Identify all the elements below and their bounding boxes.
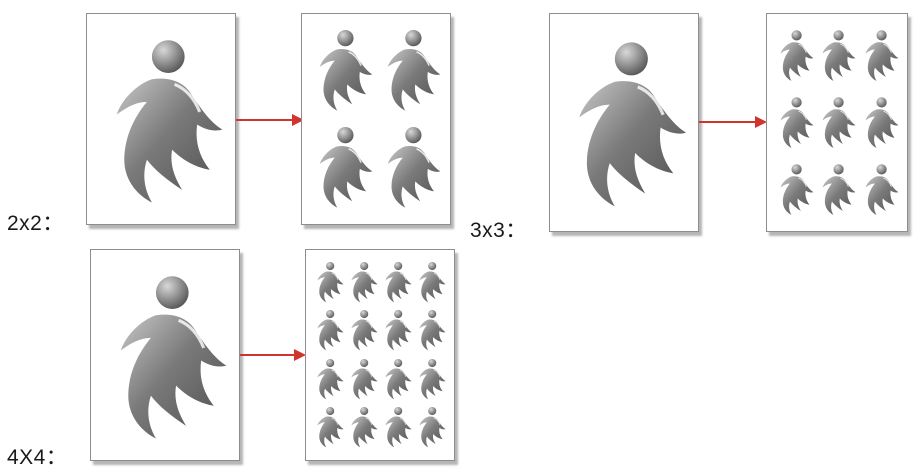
dancing-figure-icon (381, 260, 412, 305)
source-page-4x4 (90, 249, 240, 461)
dancing-figure-icon (379, 123, 442, 212)
result-page-2x2 (301, 13, 451, 225)
right-arrow-icon (240, 349, 306, 361)
dancing-figure-icon (347, 357, 378, 402)
dancing-figure-icon (817, 25, 856, 87)
dancing-figure-icon (817, 159, 856, 221)
dancing-figure-icon (415, 357, 446, 402)
dancing-figure-icon (347, 405, 378, 450)
group-label-2x2: 2x2： (7, 212, 64, 235)
group-label-3x3: 3x3： (470, 219, 527, 242)
dancing-figure-icon (775, 159, 814, 221)
dancing-figure-icon (860, 92, 899, 154)
dancing-figure-icon (775, 92, 814, 154)
dancing-figure-icon (860, 159, 899, 221)
dancing-figure-icon (860, 25, 899, 87)
dancing-figure-icon (775, 25, 814, 87)
dancing-figure-icon (381, 308, 412, 353)
right-arrow-icon (236, 114, 304, 126)
dancing-figure-icon (415, 260, 446, 305)
dancing-figure-icon (311, 26, 374, 115)
right-arrow-icon (699, 116, 767, 128)
group-label-4x4: 4X4： (7, 446, 68, 469)
dancing-figure-icon (311, 123, 374, 212)
dancing-figure-icon (558, 36, 692, 214)
dancing-figure-icon (415, 308, 446, 353)
result-page-3x3 (766, 13, 908, 232)
dancing-figure-icon (381, 405, 412, 450)
dancing-figure-icon (313, 260, 344, 305)
dancing-figure-icon (347, 308, 378, 353)
dancing-figure-icon (95, 34, 229, 210)
dancing-figure-icon (313, 308, 344, 353)
dancing-figure-icon (381, 357, 412, 402)
dancing-figure-icon (313, 357, 344, 402)
source-page-2x2 (86, 13, 236, 225)
dancing-figure-icon (313, 405, 344, 450)
dancing-figure-icon (379, 26, 442, 115)
dancing-figure-icon (415, 405, 446, 450)
result-page-4x4 (305, 249, 455, 461)
dancing-figure-icon (817, 92, 856, 154)
dancing-figure-icon (347, 260, 378, 305)
dancing-figure-icon (99, 270, 233, 446)
source-page-3x3 (549, 13, 699, 232)
